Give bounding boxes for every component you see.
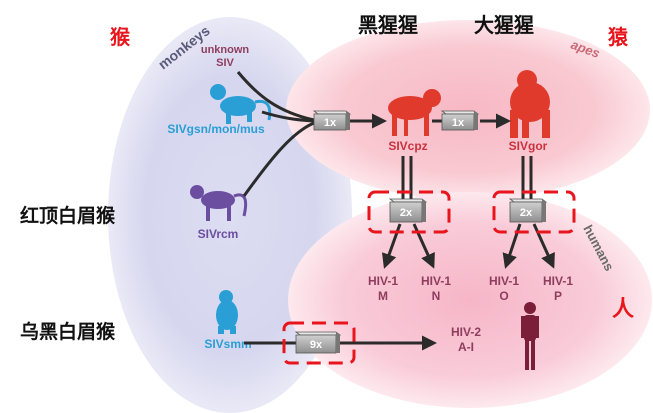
cn-human-label: 人	[612, 297, 634, 322]
sivrcm-label: SIVrcm	[198, 227, 239, 241]
transfer-count-4: 2x	[520, 207, 533, 219]
transfer-count-3: 2x	[400, 207, 413, 219]
transfer-box-1: 1x	[312, 110, 352, 131]
arrow-rcm-to-cpz	[242, 121, 315, 197]
hiv1-p-label-2: P	[554, 289, 562, 303]
cn-gorilla-label: 大猩猩	[474, 13, 534, 37]
human-icon	[521, 302, 539, 370]
chimpanzee-icon	[388, 89, 441, 136]
guenon-monkey-icon	[210, 84, 272, 124]
hiv1-p-label-1: HIV-1	[543, 274, 573, 288]
hiv1-m-label-2: M	[378, 289, 388, 303]
red-capped-mangabey-icon	[190, 185, 248, 221]
humans-region	[288, 192, 652, 408]
sivsmm-label: SIVsmm	[204, 337, 251, 351]
sooty-mangabey-icon	[216, 290, 238, 334]
hiv1-o-label-1: HIV-1	[489, 274, 519, 288]
hiv1-n-label-1: HIV-1	[421, 274, 451, 288]
transfer-box-3: 2x	[388, 198, 428, 223]
hiv2-label-2: A-I	[458, 340, 474, 354]
hiv1-m-label-1: HIV-1	[368, 274, 398, 288]
transfer-count-2: 1x	[452, 117, 465, 129]
transfer-box-2: 1x	[440, 110, 480, 131]
arrow-gsn-to-cpz	[261, 110, 315, 123]
hiv2-label-1: HIV-2	[451, 325, 481, 339]
highlight-box-smm	[282, 321, 356, 365]
highlight-box-gor	[492, 190, 576, 234]
sivcpz-label: SIVcpz	[388, 139, 427, 153]
highlight-box-cpz	[367, 190, 451, 234]
cn-smm-label: 乌黑白眉猴	[20, 320, 116, 343]
unknown-siv-label-2: SIV	[216, 57, 234, 69]
cn-rcm-label: 红顶白眉猴	[20, 204, 116, 227]
hiv1-o-label-2: O	[499, 289, 508, 303]
apes-region	[286, 20, 650, 200]
gorilla-icon	[510, 70, 550, 138]
transfer-count-5: 9x	[310, 339, 323, 351]
transfer-count-1: 1x	[324, 117, 337, 129]
transfer-box-4: 2x	[508, 198, 548, 223]
sivgsn-label: SIVgsn/mon/mus	[167, 122, 265, 136]
cn-chimp-label: 黑猩猩	[358, 13, 418, 37]
hiv1-n-label-2: N	[432, 289, 441, 303]
sivgor-label: SIVgor	[509, 139, 548, 153]
transfer-box-5: 9x	[294, 331, 342, 354]
unknown-siv-label-1: unknown	[201, 44, 250, 56]
cn-monkey-label: 猴	[110, 25, 131, 49]
arrow-unknown-to-cpz	[236, 71, 315, 122]
cn-ape-label: 猿	[607, 25, 629, 49]
